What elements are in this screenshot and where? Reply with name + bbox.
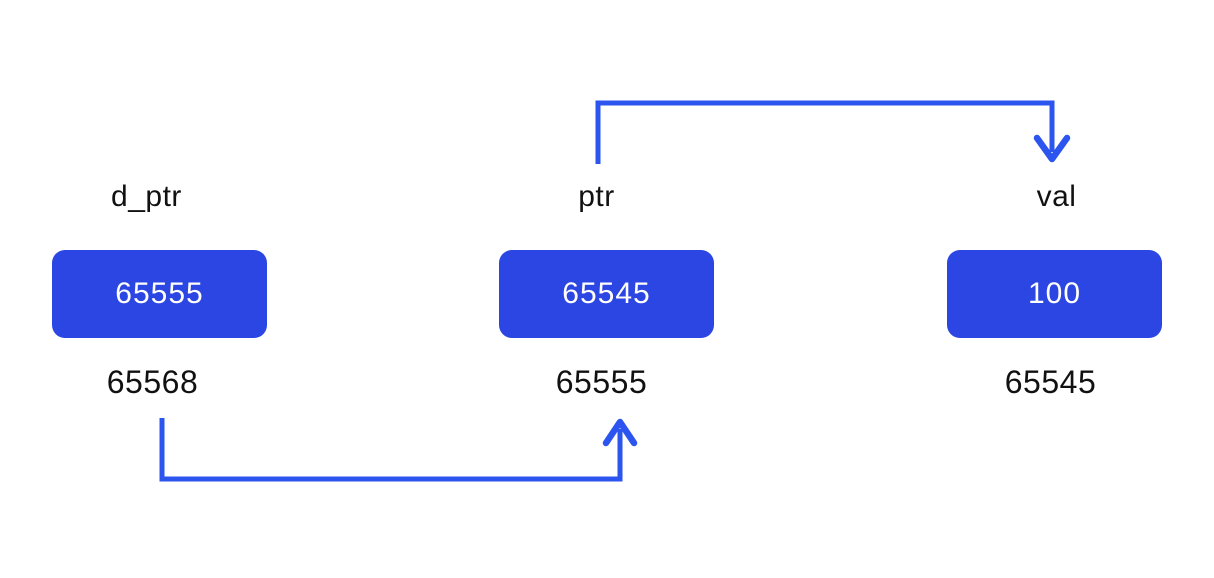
- variable-name-label: ptr: [578, 180, 615, 213]
- variable-column-ptr: ptr 65545 65555: [499, 180, 714, 401]
- stored-value: 100: [1027, 277, 1082, 310]
- arrowhead-down-icon: [1033, 134, 1071, 163]
- stored-value: 65555: [115, 277, 204, 310]
- variable-column-d-ptr: d_ptr 65555 65568: [52, 180, 267, 401]
- value-box: 65545: [499, 250, 714, 338]
- variable-name-label: d_ptr: [111, 180, 182, 213]
- stored-value: 65545: [562, 277, 651, 310]
- arrow-dptr-to-ptr: [159, 418, 638, 482]
- variable-name-label: val: [1036, 180, 1077, 213]
- memory-address-label: 65568: [106, 364, 199, 400]
- arrow-ptr-to-val: [595, 100, 1071, 164]
- variable-column-val: val 100 65545: [947, 180, 1162, 401]
- arrowhead-up-icon: [602, 418, 638, 447]
- memory-address-label: 65545: [1004, 364, 1097, 400]
- value-box: 100: [947, 250, 1162, 338]
- memory-address-label: 65555: [555, 364, 648, 400]
- value-box: 65555: [52, 250, 267, 338]
